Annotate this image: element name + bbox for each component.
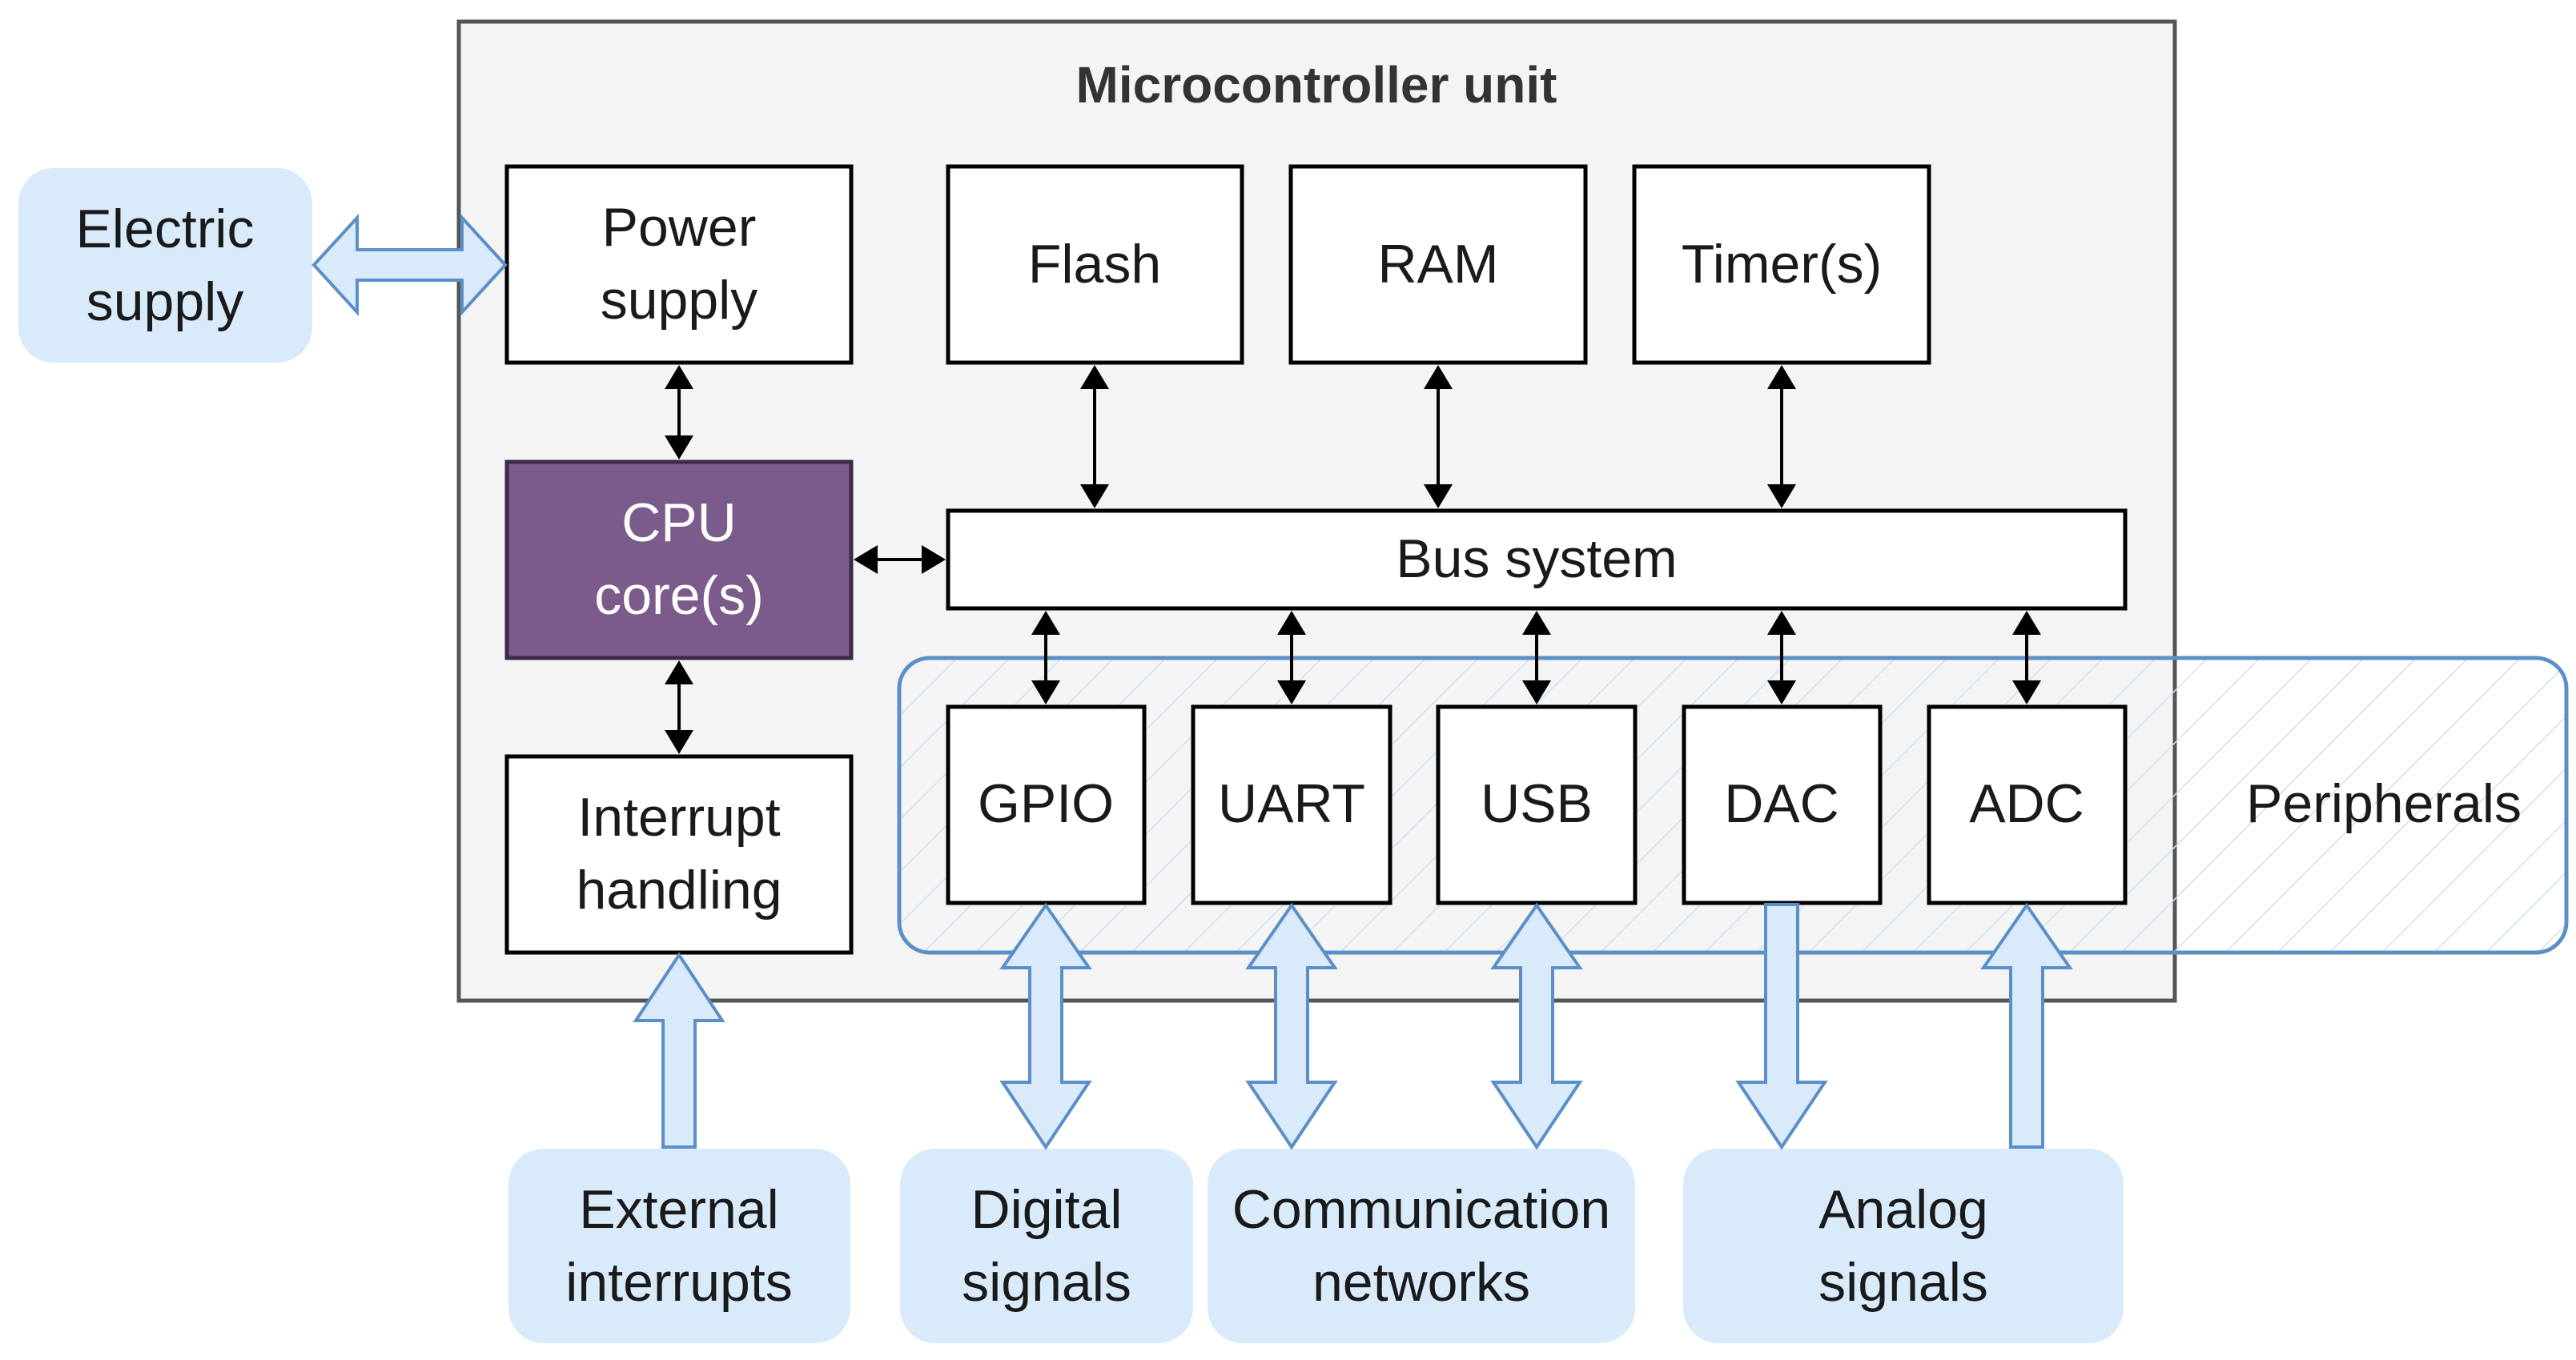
block-gpio: GPIO [946,704,1147,905]
block-timers: Timer(s) [1632,164,1931,365]
external-electric-supply: Electric supply [18,168,312,363]
svg-text:Flash: Flash [1028,234,1161,295]
peripherals-label: Peripherals [2246,773,2522,834]
connector-bus-usb [1522,611,1551,704]
svg-text:DAC: DAC [1724,773,1839,834]
arrow-electric-supply-power [311,213,508,317]
svg-text:USB: USB [1481,773,1593,834]
svg-text:UART: UART [1218,773,1365,834]
block-dac: DAC [1682,704,1883,905]
connector-flash-bus [1080,365,1109,508]
block-uart: UART [1191,704,1392,905]
arrow-dac-analog-out [1735,903,1828,1150]
arrow-usb-communication [1490,902,1583,1150]
connector-timers-bus [1767,365,1796,508]
block-interrupt-handling: Interrupt handling [504,754,854,955]
connector-power-cpu [665,365,693,459]
arrow-analog-in-adc [1980,902,2073,1149]
svg-text:External: External [579,1179,778,1240]
svg-text:networks: networks [1312,1252,1530,1313]
svg-text:signals: signals [1818,1252,1988,1313]
svg-text:Digital: Digital [971,1179,1123,1240]
connector-bus-uart [1277,611,1306,704]
block-adc: ADC [1927,704,2128,905]
external-communication-networks: Communication networks [1208,1149,1635,1343]
block-bus-system: Bus system [946,508,2128,611]
svg-text:Power: Power [602,197,757,258]
arrow-external-interrupts-in [633,952,725,1149]
block-usb: USB [1436,704,1638,905]
connector-bus-dac [1767,611,1796,704]
svg-text:Electric: Electric [76,199,255,259]
block-flash: Flash [946,164,1244,365]
mcu-title: Microcontroller unit [1076,56,1557,114]
svg-text:CPU: CPU [621,492,737,553]
block-power-supply: Power supply [504,164,854,365]
svg-text:signals: signals [962,1252,1131,1313]
svg-text:handling: handling [576,860,782,921]
svg-text:core(s): core(s) [594,565,764,626]
arrow-gpio-digital [999,902,1092,1150]
connector-cpu-bus [854,545,946,574]
block-cpu-core: CPU core(s) [504,459,854,660]
external-analog-signals: Analog signals [1683,1149,2124,1343]
svg-text:Timer(s): Timer(s) [1682,234,1883,295]
svg-text:Analog: Analog [1818,1179,1988,1240]
connector-ram-bus [1424,365,1453,508]
svg-text:supply: supply [86,271,244,332]
connector-cpu-interrupt [665,660,693,754]
block-ram: RAM [1288,164,1588,365]
svg-text:supply: supply [601,270,758,331]
external-interrupts: External interrupts [508,1149,850,1343]
connector-bus-adc [2012,611,2041,704]
arrow-uart-communication [1245,902,1338,1150]
svg-text:interrupts: interrupts [565,1252,792,1313]
external-digital-signals: Digital signals [900,1149,1193,1343]
svg-text:RAM: RAM [1377,234,1498,295]
connector-bus-gpio [1031,611,1060,704]
svg-text:Interrupt: Interrupt [577,787,780,848]
svg-text:GPIO: GPIO [978,773,1114,834]
svg-text:Bus system: Bus system [1396,528,1677,589]
svg-text:ADC: ADC [1969,773,2084,834]
svg-text:Communication: Communication [1232,1179,1610,1240]
